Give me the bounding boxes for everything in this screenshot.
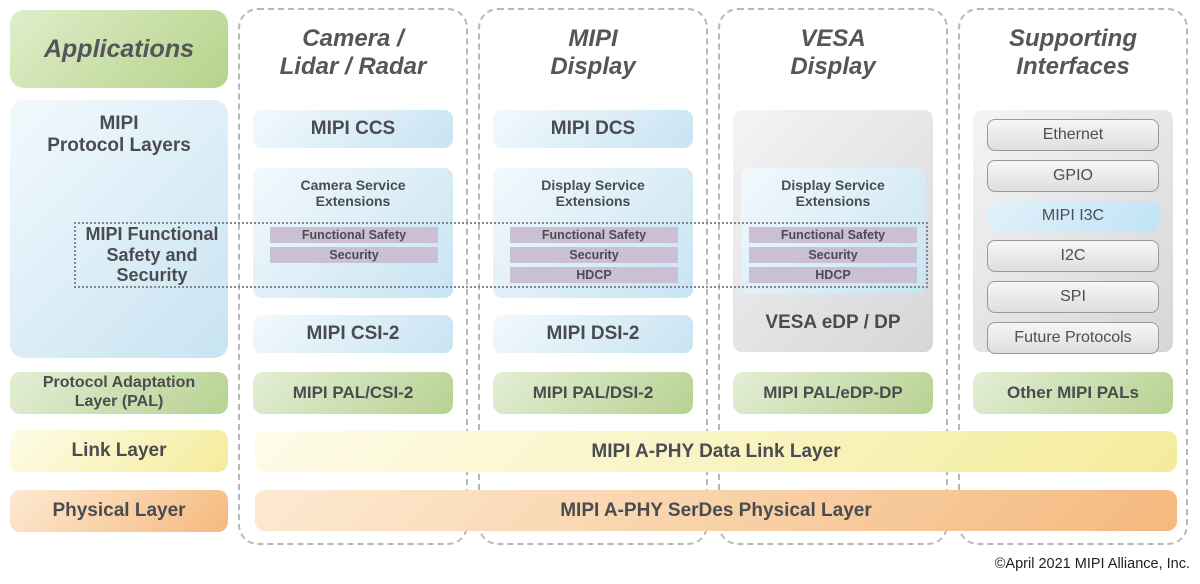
- mipi-pal-csi2-box: MIPI PAL/CSI-2: [253, 372, 453, 414]
- copyright-text: ©April 2021 MIPI Alliance, Inc.: [994, 556, 1190, 572]
- link-layer-box: Link Layer: [10, 430, 228, 472]
- vesa-hdcp-bar: HDCP: [749, 267, 917, 283]
- mipi-display-security-bar: Security: [510, 247, 678, 263]
- camera-column-container: [238, 8, 468, 545]
- i2c-pill: I2C: [987, 240, 1159, 272]
- aphy-data-link-layer-bar: MIPI A-PHY Data Link Layer: [255, 431, 1177, 472]
- ethernet-pill: Ethernet: [987, 119, 1159, 151]
- vesa-service-extensions-label: Display Service Extensions: [781, 177, 885, 210]
- supporting-interfaces-column-container: [958, 8, 1188, 545]
- mipi-display-hdcp-bar: HDCP: [510, 267, 678, 283]
- mipi-display-service-extensions-label: Display Service Extensions: [541, 177, 645, 210]
- mipi-csi2-box: MIPI CSI-2: [253, 315, 453, 353]
- mipi-display-functional-safety-bar: Functional Safety: [510, 227, 678, 243]
- mipi-display-column-container: [478, 8, 708, 545]
- mipi-functional-safety-label: MIPI Functional Safety and Security: [85, 223, 219, 286]
- vesa-security-bar: Security: [749, 247, 917, 263]
- vesa-display-column-header: VESA Display: [790, 24, 876, 80]
- mipi-dsi2-box: MIPI DSI-2: [493, 315, 693, 353]
- mipi-display-column-header: MIPI Display: [550, 24, 636, 80]
- applications-header-box: Applications: [10, 10, 228, 88]
- vesa-edp-dp-label: VESA eDP / DP: [765, 312, 901, 333]
- aphy-serdes-physical-layer-bar: MIPI A-PHY SerDes Physical Layer: [255, 490, 1177, 531]
- vesa-functional-safety-bar: Functional Safety: [749, 227, 917, 243]
- camera-service-extensions-label: Camera Service Extensions: [300, 177, 406, 210]
- spi-pill: SPI: [987, 281, 1159, 313]
- protocol-adaptation-layer-box: Protocol Adaptation Layer (PAL): [10, 372, 228, 414]
- mipi-protocol-layers-box: MIPI Protocol Layers: [10, 100, 228, 358]
- mipi-i3c-pill: MIPI I3C: [987, 201, 1159, 231]
- mipi-pal-dsi2-box: MIPI PAL/DSI-2: [493, 372, 693, 414]
- vesa-display-column-container: [718, 8, 948, 545]
- camera-column-header: Camera / Lidar / Radar: [279, 24, 427, 80]
- mipi-dcs-box: MIPI DCS: [493, 110, 693, 148]
- mipi-protocol-layers-label: MIPI Protocol Layers: [47, 113, 191, 157]
- mipi-ccs-box: MIPI CCS: [253, 110, 453, 148]
- physical-layer-box: Physical Layer: [10, 490, 228, 532]
- camera-security-bar: Security: [270, 247, 438, 263]
- future-protocols-pill: Future Protocols: [987, 322, 1159, 354]
- supporting-pill-stack: Ethernet GPIO MIPI I3C I2C SPI Future Pr…: [987, 110, 1159, 354]
- mipi-pal-edp-dp-box: MIPI PAL/eDP-DP: [733, 372, 933, 414]
- camera-functional-safety-bar: Functional Safety: [270, 227, 438, 243]
- supporting-interfaces-column-header: Supporting Interfaces: [1009, 24, 1137, 80]
- functional-safety-dotted-outline: [74, 222, 928, 288]
- gpio-pill: GPIO: [987, 160, 1159, 192]
- other-mipi-pals-box: Other MIPI PALs: [973, 372, 1173, 414]
